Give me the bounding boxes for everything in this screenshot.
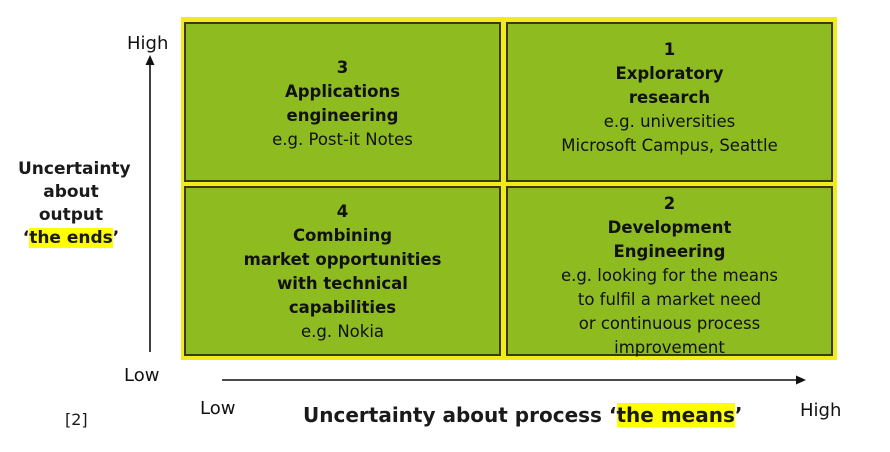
x-axis-title: Uncertainty about process ‘the means’: [303, 401, 742, 429]
quadrant-example-line: e.g. Post-it Notes: [272, 130, 413, 149]
x-axis-title-prefix: Uncertainty about process ‘: [303, 403, 617, 427]
quadrant-title-line: capabilities: [288, 298, 397, 317]
y-axis-high-label: High: [127, 33, 169, 54]
quadrant-example-line: e.g. Nokia: [300, 322, 385, 341]
y-axis-arrowhead: [145, 55, 155, 65]
quadrant-title-line: with technical: [277, 274, 408, 293]
y-axis-title: Uncertainty about output ‘the ends’: [18, 158, 131, 250]
quadrant-example-line: or continuous process: [578, 314, 761, 333]
quadrant-title-line: engineering: [286, 106, 399, 125]
x-axis-low-label: Low: [200, 398, 236, 419]
quadrant-title-line: Combining: [292, 226, 393, 245]
quadrant-example-line: to fulfil a market need: [577, 290, 762, 309]
quote-open: ‘: [22, 228, 30, 248]
quadrant-3-applications-engineering: 3 Applications engineering e.g. Post-it …: [184, 22, 501, 182]
quadrant-title-line: Development: [607, 218, 732, 237]
quadrant-title-line: Applications: [284, 82, 401, 101]
y-axis-title-line-quoted: ‘the ends’: [18, 227, 124, 250]
quadrant-example-line: Microsoft Campus, Seattle: [561, 136, 778, 155]
x-axis-title-suffix: ’: [734, 403, 743, 427]
highlighted-the-ends: the ends: [29, 228, 113, 248]
quadrant-number: 4: [336, 202, 349, 221]
quadrant-example-line: e.g. looking for the means: [560, 266, 779, 285]
quadrant-1-exploratory-research: 1 Exploratory research e.g. universities…: [506, 22, 833, 182]
y-axis-title-line: about: [43, 182, 99, 202]
x-axis-arrowhead: [796, 375, 806, 385]
highlighted-the-means: the means: [616, 403, 735, 427]
y-axis-title-line: Uncertainty: [18, 159, 131, 179]
quadrant-number: 1: [663, 40, 676, 59]
quadrant-number: 2: [663, 194, 676, 213]
quadrant-title-line: Exploratory: [615, 64, 724, 83]
x-axis-high-label: High: [800, 400, 842, 421]
quadrant-example-line: improvement: [614, 338, 725, 357]
quadrant-4-combining-market-opportunities: 4 Combining market opportunities with te…: [184, 186, 501, 356]
quadrant-example-line: e.g. universities: [603, 112, 736, 131]
quadrant-title-line: research: [628, 88, 711, 107]
quadrant-title-line: market opportunities: [243, 250, 442, 269]
quadrant-title-line: Engineering: [613, 242, 726, 261]
y-axis-title-line: output: [38, 205, 104, 225]
quote-close: ’: [112, 228, 120, 248]
reference-marker: [2]: [65, 410, 88, 429]
quadrant-number: 3: [336, 58, 349, 77]
y-axis-low-label: Low: [124, 365, 160, 386]
quadrant-2-development-engineering: 2 Development Engineering e.g. looking f…: [506, 186, 833, 357]
